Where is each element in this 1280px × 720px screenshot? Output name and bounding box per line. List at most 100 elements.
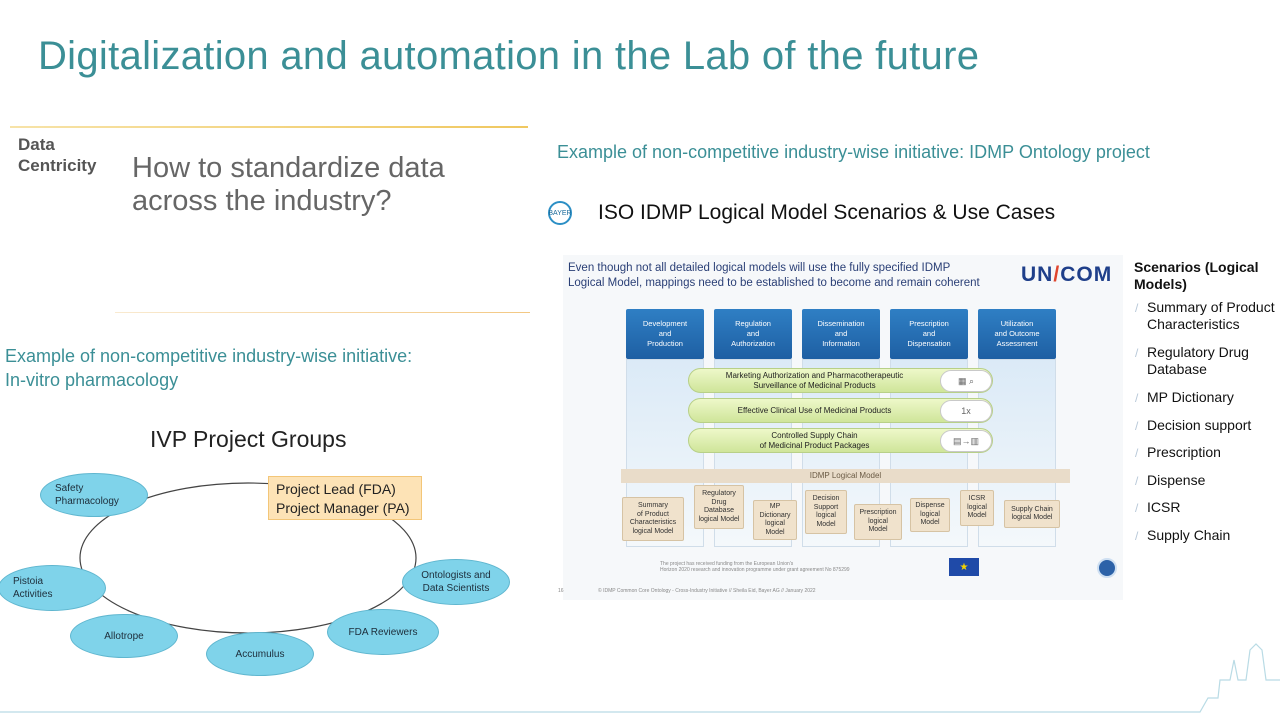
lm-line: logical Model — [698, 515, 740, 523]
group-accumulus: Accumulus — [206, 632, 314, 676]
lm-line: Drug — [711, 498, 727, 506]
scenarios-title: Scenarios (Logical Models) — [1134, 259, 1259, 292]
lm-line: Decision — [812, 495, 840, 502]
slide-page-number: 16 — [558, 588, 564, 594]
eu-star: ★ — [959, 561, 969, 573]
group-label: FDA Reviewers — [348, 626, 418, 638]
lm-line: Prescription — [859, 509, 897, 517]
skyline-decoration — [0, 643, 1280, 713]
bullet-icon: / — [1135, 301, 1139, 315]
lm-line: ICSR — [968, 495, 986, 503]
group-label: Data Scientists — [422, 583, 490, 594]
col-line: Authorization — [731, 339, 775, 348]
note-line: Logical Model, mappings need to be estab… — [568, 277, 980, 289]
col-line: and — [922, 329, 936, 338]
unicom-text: UN — [1021, 263, 1054, 286]
slide-nav-dot — [1097, 558, 1117, 578]
dose-label: 1x — [961, 405, 971, 416]
col-line: and — [834, 329, 848, 338]
top-divider — [10, 126, 528, 128]
lm-line: Model — [868, 526, 888, 534]
bullet-icon: / — [1135, 346, 1139, 360]
project-lead: Project Lead (FDA) — [276, 481, 396, 497]
col-line: Regulation — [735, 319, 771, 328]
band-line: Controlled Supply Chain — [771, 430, 858, 440]
bullet-icon: / — [1135, 529, 1139, 543]
lm-line: Model — [765, 528, 785, 536]
lm-line: Database — [704, 507, 734, 514]
lm-line: Model — [920, 519, 940, 527]
lm-line: MP — [769, 503, 781, 510]
left-example-line: In-vitro pharmacology — [5, 370, 179, 390]
bayer-logo-icon: BAYER — [548, 201, 572, 225]
group-label: Safety — [55, 483, 84, 494]
scenario-item: / MP Dictionary — [1135, 389, 1280, 407]
col-line: Dissemination — [817, 319, 865, 328]
scenario-item: /Decision support — [1135, 417, 1280, 435]
col-line: and Outcome — [994, 329, 1040, 338]
funding-line: Horizon 2020 research and innovation pro… — [660, 567, 850, 573]
group-label: Activities — [13, 589, 53, 600]
skyline-line — [0, 643, 1280, 713]
lm-line: logical Model — [1011, 514, 1053, 521]
lm-line: Characteristics — [629, 519, 677, 526]
col-line: and — [658, 329, 672, 338]
scenario-label: Summary of Product Characteristics — [1147, 299, 1275, 332]
band-line: Effective Clinical Use of Medicinal Prod… — [737, 405, 892, 415]
group-fda-reviewers: FDA Reviewers — [327, 609, 439, 655]
col-line: Information — [822, 339, 860, 348]
question-line: across the industry? — [132, 185, 392, 217]
idmp-logical-model-bar: IDMP Logical Model — [621, 469, 1070, 483]
group-label: Accumulus — [235, 648, 285, 660]
scenario-item: /Regulatory Drug Database — [1135, 344, 1280, 378]
project-manager: Project Manager (PA) — [276, 500, 410, 516]
col-line: Utilization — [1000, 319, 1034, 328]
unicom-logo: UN/COM — [1021, 263, 1112, 287]
left-example-line: Example of non-competitive industry-wise… — [5, 346, 413, 366]
group-label: Pistoia — [13, 576, 44, 587]
lm-line: logical — [765, 520, 785, 527]
scenario-label: Prescription — [1147, 444, 1221, 460]
lm-line: logical — [868, 517, 888, 525]
scenario-label: MP Dictionary — [1147, 389, 1234, 405]
right-example-heading: Example of non-competitive industry-wise… — [557, 142, 1150, 162]
unicom-text: COM — [1060, 263, 1113, 286]
mid-divider — [115, 312, 530, 313]
col-line: Dispensation — [907, 339, 951, 348]
patient-pill-icon: 1x — [940, 399, 992, 422]
lm-line: Dictionary — [759, 511, 791, 519]
section-label-line: Data — [18, 135, 55, 154]
scenario-label: Dispense — [1147, 472, 1206, 488]
scenario-label: ICSR — [1147, 499, 1181, 515]
ivp-title: IVP Project Groups — [150, 426, 347, 452]
bullet-icon: / — [1135, 391, 1139, 405]
group-label: Ontologists and — [421, 570, 491, 581]
question-line: How to standardize data — [132, 152, 445, 184]
document-search-icon: ▦ ⌕ — [940, 369, 992, 392]
col-line: Prescription — [909, 319, 949, 328]
lm-line: Support — [813, 503, 839, 511]
group-label: Pharmacology — [55, 496, 119, 507]
funding-note: The project has received funding from th… — [660, 561, 850, 573]
scenario-label: Supply Chain — [1147, 527, 1231, 543]
lm-line: Summary — [638, 502, 668, 509]
col-line: and — [746, 329, 760, 338]
scenario-item: /Prescription — [1135, 444, 1280, 462]
eu-flag-icon: ★ — [949, 558, 979, 576]
section-label: Data Centricity — [18, 134, 96, 176]
group-allotrope: Allotrope — [70, 614, 178, 658]
